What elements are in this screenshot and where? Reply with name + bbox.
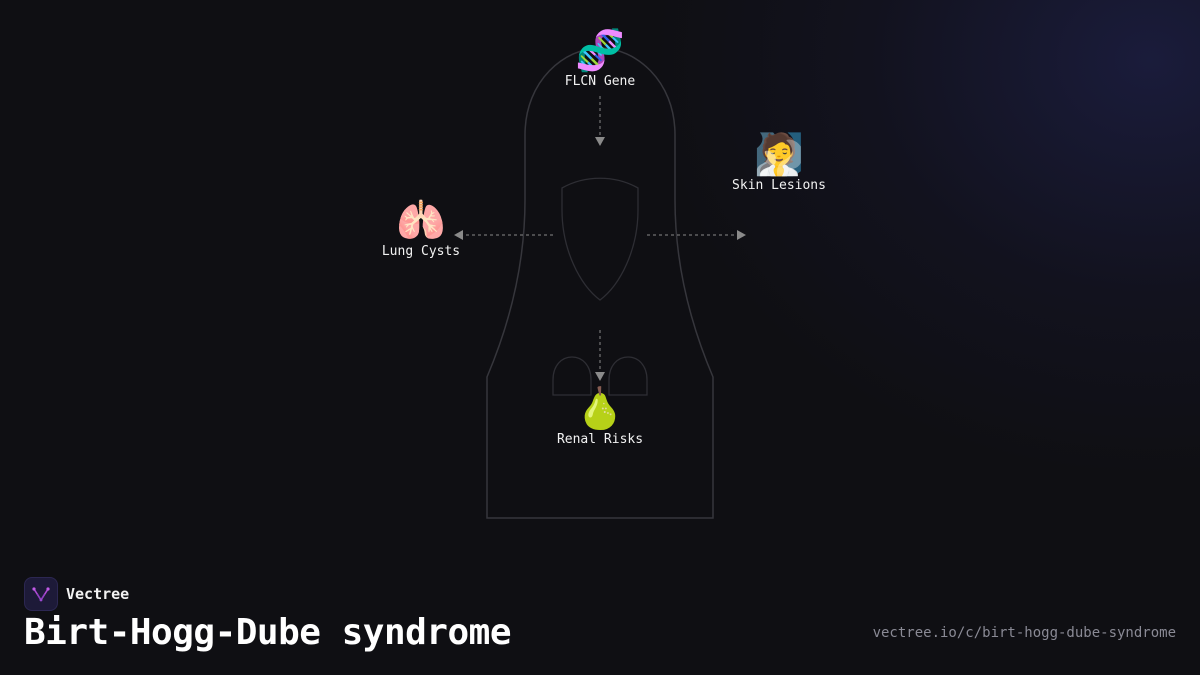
node-label-renal-risks: Renal Risks [556, 432, 644, 447]
pear-icon: 🍐 [575, 386, 625, 432]
arrowhead-right-skin [737, 230, 746, 240]
node-lung-cysts: 🫁 Lung Cysts [382, 198, 460, 260]
node-flcn-gene: 🧬 FLCN Gene [565, 28, 635, 90]
left-kidney-outline [552, 356, 592, 396]
brand[interactable]: Vectree [24, 577, 129, 611]
brand-name: Vectree [66, 585, 130, 603]
arrowhead-down-renal [595, 372, 605, 381]
node-label-skin-lesions: Skin Lesions [732, 178, 826, 193]
node-renal-risks: 🍐 Renal Risks [557, 386, 643, 448]
node-label-flcn-gene: FLCN Gene [564, 74, 636, 89]
person-skin-care-icon: 🧖 [754, 132, 804, 178]
page-title: Birt-Hogg-Dube syndrome [24, 612, 512, 653]
lungs-icon: 🫁 [396, 198, 446, 244]
torso-outline [561, 177, 639, 301]
vectree-logo-icon [24, 577, 58, 611]
right-kidney-outline [608, 356, 648, 396]
arrowhead-gene-down [595, 137, 605, 146]
page-url[interactable]: vectree.io/c/birt-hogg-dube-syndrome [872, 625, 1176, 641]
dna-icon: 🧬 [575, 28, 625, 74]
arrowhead-left-lung [454, 230, 463, 240]
body-outline [486, 47, 714, 519]
node-skin-lesions: 🧖 Skin Lesions [732, 132, 826, 194]
node-label-lung-cysts: Lung Cysts [381, 244, 461, 259]
